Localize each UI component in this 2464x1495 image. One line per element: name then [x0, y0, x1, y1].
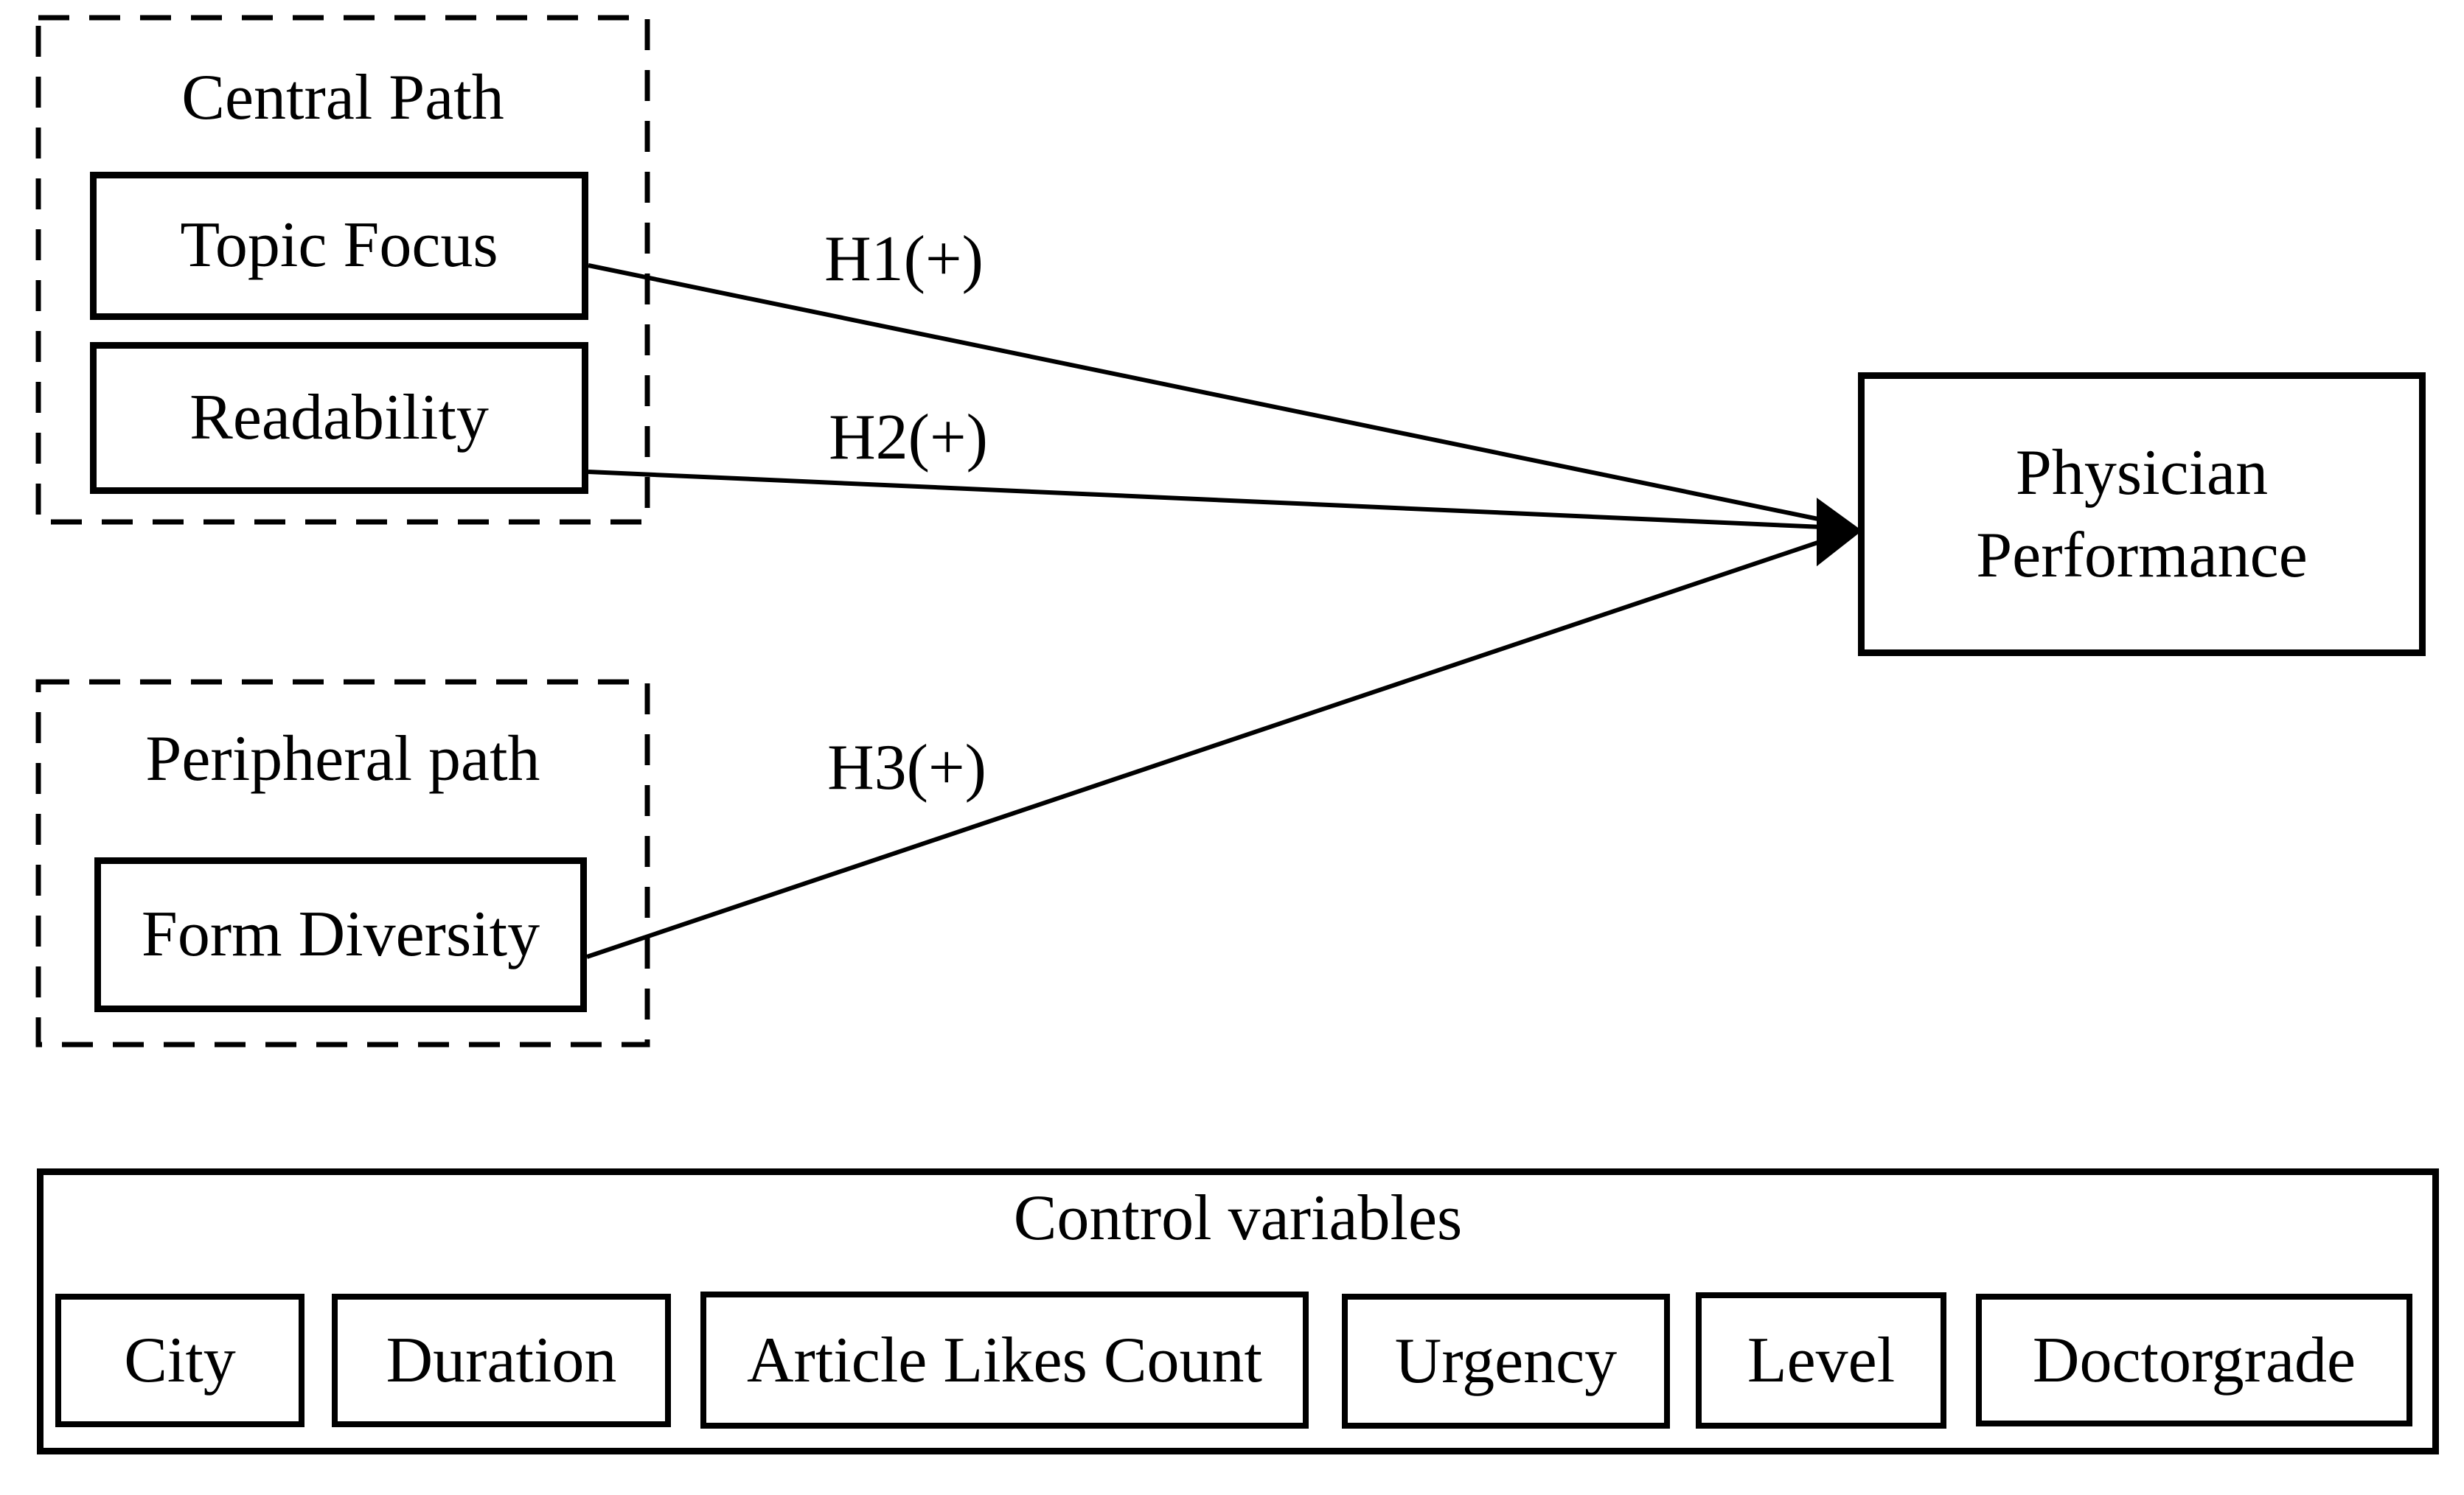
doctorgrade-box: Doctorgrade [1976, 1294, 2412, 1426]
article-likes-count-label: Article Likes Count [747, 1324, 1262, 1396]
h3-arrow-line [586, 533, 1840, 959]
duration-label: Duration [386, 1325, 617, 1396]
level-box: Level [1696, 1292, 1946, 1429]
physician-performance-label-line1: Physician [2015, 436, 2269, 509]
h1-label: H1(+) [824, 223, 984, 295]
urgency-label: Urgency [1394, 1325, 1618, 1397]
h2-arrow-line [588, 470, 1840, 530]
doctorgrade-label: Doctorgrade [2032, 1324, 2356, 1396]
form-diversity-label: Form Diversity [141, 898, 540, 970]
form-diversity-box: Form Diversity [94, 857, 587, 1012]
level-label: Level [1747, 1325, 1896, 1396]
city-label: City [124, 1325, 236, 1396]
h1-arrow-line [588, 263, 1840, 526]
readability-label: Readability [189, 381, 489, 453]
readability-box: Readability [90, 342, 588, 494]
city-box: City [55, 1294, 304, 1427]
h2-label: H2(+) [829, 402, 988, 473]
topic-focus-box: Topic Focus [90, 172, 588, 320]
physician-performance-box: Physician Performance [1858, 372, 2426, 656]
peripheral-path-title: Peripheral path [145, 723, 540, 795]
central-path-title: Central Path [181, 62, 504, 133]
physician-performance-label-line2: Performance [1976, 519, 2308, 591]
urgency-box: Urgency [1342, 1294, 1670, 1429]
control-variables-title: Control variables [1013, 1182, 1463, 1254]
topic-focus-label: Topic Focus [180, 209, 498, 282]
h3-label: H3(+) [827, 732, 986, 804]
duration-box: Duration [332, 1294, 671, 1427]
peripheral-path-group-border [35, 679, 650, 1048]
arrowhead-icon [1817, 498, 1862, 567]
article-likes-count-box: Article Likes Count [700, 1292, 1309, 1429]
